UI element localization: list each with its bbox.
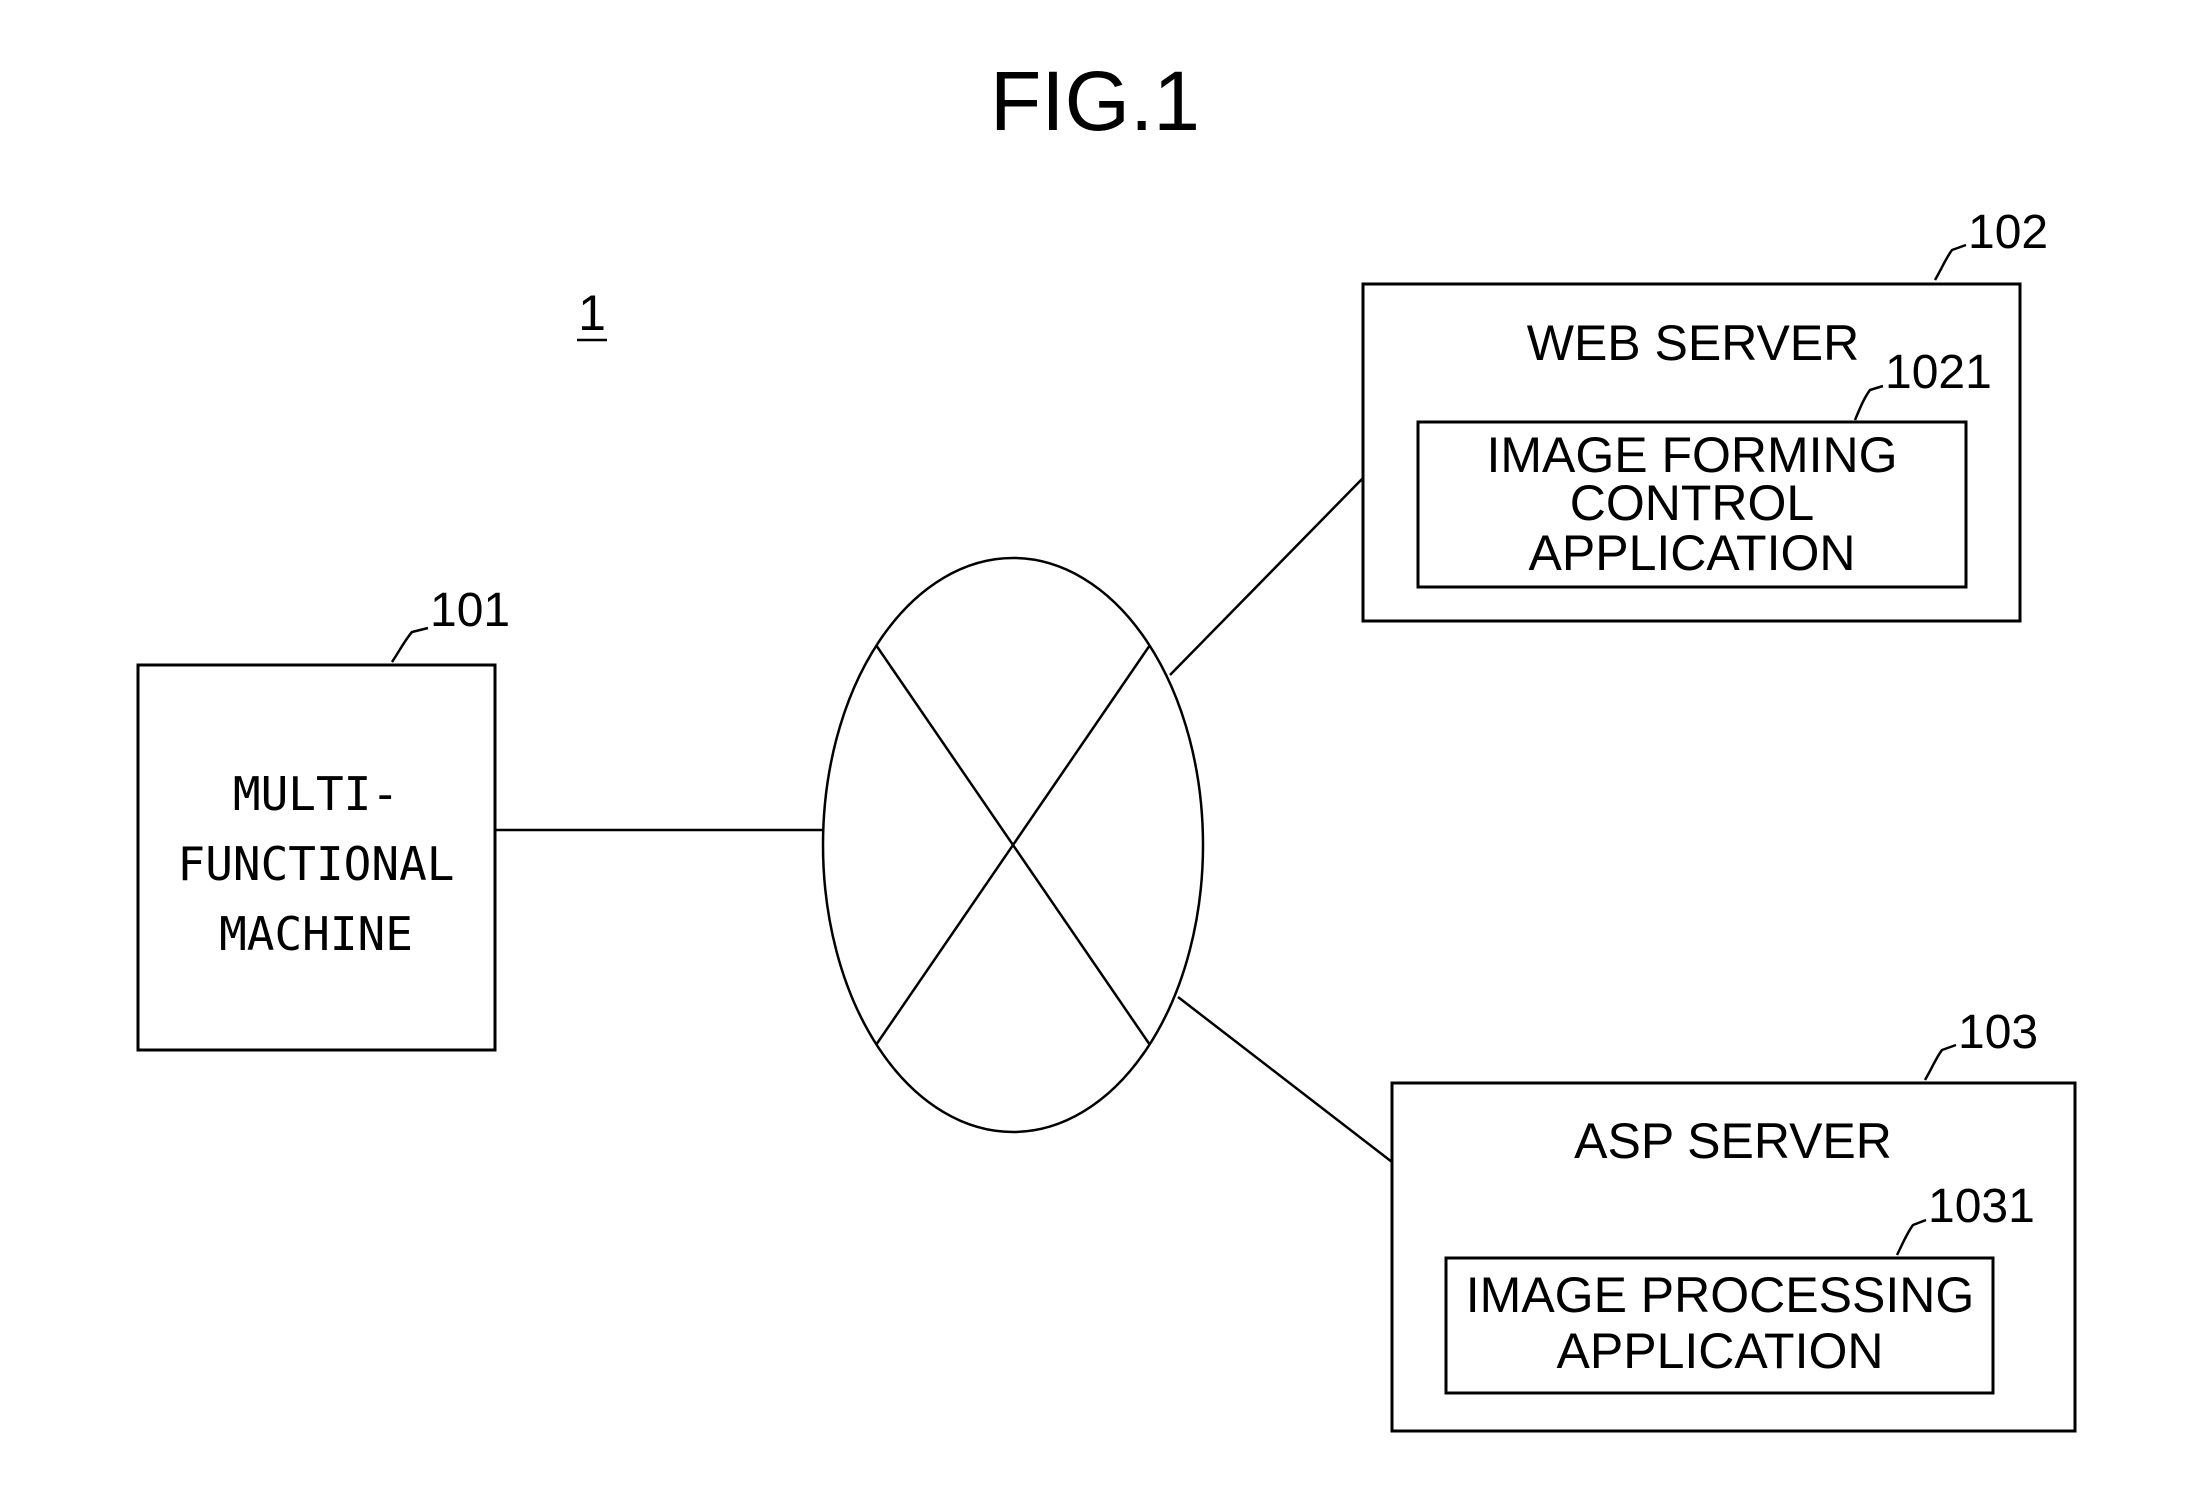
image-forming-app-leader-line — [1855, 386, 1883, 420]
image-processing-app-leader-line — [1897, 1220, 1926, 1255]
image-processing-app-line-1: IMAGE PROCESSING — [1466, 1267, 1974, 1323]
web-server-ref: 102 — [1968, 206, 2048, 259]
connector-network-asp-server — [1178, 997, 1392, 1162]
image-forming-app-ref: 1021 — [1885, 346, 1992, 399]
asp-server-ref: 103 — [1958, 1006, 2038, 1059]
mfp-label-line-2: FUNCTIONAL — [178, 837, 455, 891]
mfp-leader-line — [392, 628, 428, 662]
connector-network-web-server — [1170, 478, 1363, 675]
image-forming-app-line-2: CONTROL — [1570, 475, 1814, 531]
figure-title: FIG.1 — [990, 54, 1200, 148]
system-ref: 1 — [578, 285, 606, 341]
image-processing-app-line-2: APPLICATION — [1557, 1323, 1884, 1379]
mfp-label-line-1: MULTI- — [233, 767, 399, 821]
asp-server-leader-line — [1925, 1045, 1956, 1080]
mfp-label-line-3: MACHINE — [219, 907, 413, 961]
image-processing-app-ref: 1031 — [1928, 1180, 2035, 1233]
web-server-leader-line — [1935, 245, 1966, 280]
web-server-label: WEB SERVER — [1527, 315, 1860, 371]
asp-server-label: ASP SERVER — [1574, 1113, 1892, 1169]
mfp-ref: 101 — [430, 584, 510, 637]
image-forming-app-line-3: APPLICATION — [1529, 525, 1856, 581]
